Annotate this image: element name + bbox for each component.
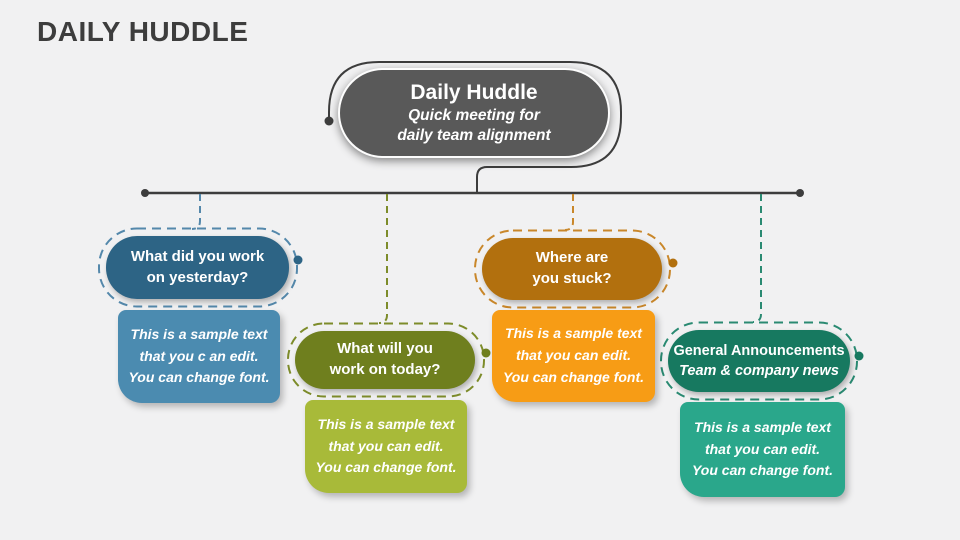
node-today-body-line2: that you can edit. (328, 437, 444, 454)
trunk-left-dot (141, 189, 149, 197)
dot-announcements (854, 351, 864, 361)
elbow-yesterday (191, 194, 201, 230)
node-today-body-line3: You can change font. (315, 459, 457, 476)
node-today-body-line1: This is a sample text (317, 415, 455, 432)
dot-today (481, 348, 491, 358)
slide-title: DAILY HUDDLE (37, 16, 249, 47)
node-announcements-body-line2: that you can edit. (704, 440, 821, 457)
node-announcements-body: This is a sample text that you can edit.… (680, 402, 845, 497)
node-announcements-title-line1: General Announcements (673, 343, 845, 359)
node-announcements-body-line1: This is a sample text (694, 418, 831, 435)
root-node-subtitle-line1: Quick meeting for (408, 106, 540, 124)
node-yesterday-header: What did you work on yesterday? (106, 236, 289, 299)
root-outline-dot (324, 116, 334, 126)
node-announcements-title-line2: Team & company news (679, 363, 839, 379)
node-today-header: What will you work on today? (295, 331, 475, 389)
node-announcements-body-line3: You can change font. (691, 462, 834, 479)
node-announcements-header: General Announcements Team & company new… (668, 330, 850, 392)
node-today-body: This is a sample text that you can edit.… (305, 400, 467, 493)
node-stuck-body-line3: You can change font. (502, 368, 645, 385)
node-yesterday-body-line1: This is a sample text (130, 325, 268, 342)
node-stuck-title-line1: Where are (535, 249, 609, 267)
node-stuck-body: This is a sample text that you can edit.… (492, 310, 655, 402)
node-today-title-line1: What will you (337, 340, 433, 358)
root-node-subtitle-line2: daily team alignment (397, 127, 551, 145)
node-stuck-title-line2: you stuck? (532, 270, 612, 287)
node-stuck-body-line1: This is a sample text (505, 325, 642, 342)
root-node: Daily Huddle Quick meeting for daily tea… (338, 68, 610, 158)
elbow-stuck (564, 194, 574, 231)
node-yesterday-body: This is a sample text that you c an edit… (118, 310, 280, 403)
node-stuck-body-line2: that you can edit. (515, 347, 632, 364)
elbow-announcements (752, 194, 762, 323)
dot-yesterday (293, 255, 303, 265)
trunk-right-dot (796, 189, 804, 197)
dot-stuck (668, 258, 678, 268)
node-yesterday-title-line2: on yesterday? (146, 268, 249, 286)
node-yesterday-body-line3: You can change font. (128, 369, 270, 386)
root-node-title: Daily Huddle (410, 80, 538, 104)
node-today-title-line2: work on today? (329, 361, 441, 378)
node-stuck-header: Where are you stuck? (482, 238, 662, 300)
elbow-today (378, 194, 388, 324)
node-yesterday-title-line1: What did you work (130, 247, 265, 265)
node-yesterday-body-line2: that you c an edit. (139, 347, 259, 364)
